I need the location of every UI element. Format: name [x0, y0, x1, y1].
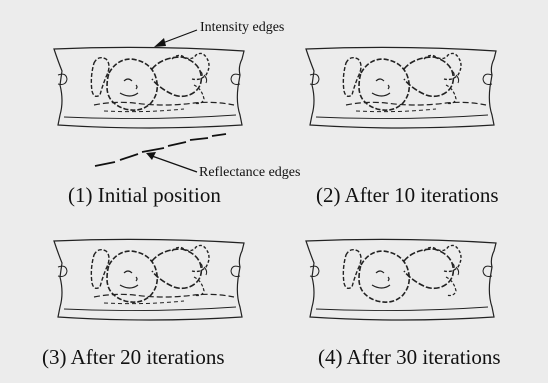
reflectance-edges-label: Reflectance edges: [199, 165, 300, 181]
reflectance-arrow-line: [152, 156, 197, 172]
reflectance-arrowhead: [146, 152, 156, 160]
caption-panel-3: (3) After 20 iterations: [42, 345, 225, 370]
intensity-arrow-line: [160, 30, 197, 44]
caption-panel-1: (1) Initial position: [68, 183, 221, 208]
panel-2-drawing: [306, 47, 496, 128]
panel-3-drawing: [54, 239, 244, 320]
reflectance-edges-mark: [95, 134, 226, 166]
panel-4-drawing: [306, 239, 496, 320]
intensity-edges-label: Intensity edges: [200, 20, 284, 36]
panel-1-drawing: [54, 47, 244, 128]
caption-panel-2: (2) After 10 iterations: [316, 183, 499, 208]
caption-panel-4: (4) After 30 iterations: [318, 345, 501, 370]
intensity-arrowhead: [154, 38, 166, 47]
